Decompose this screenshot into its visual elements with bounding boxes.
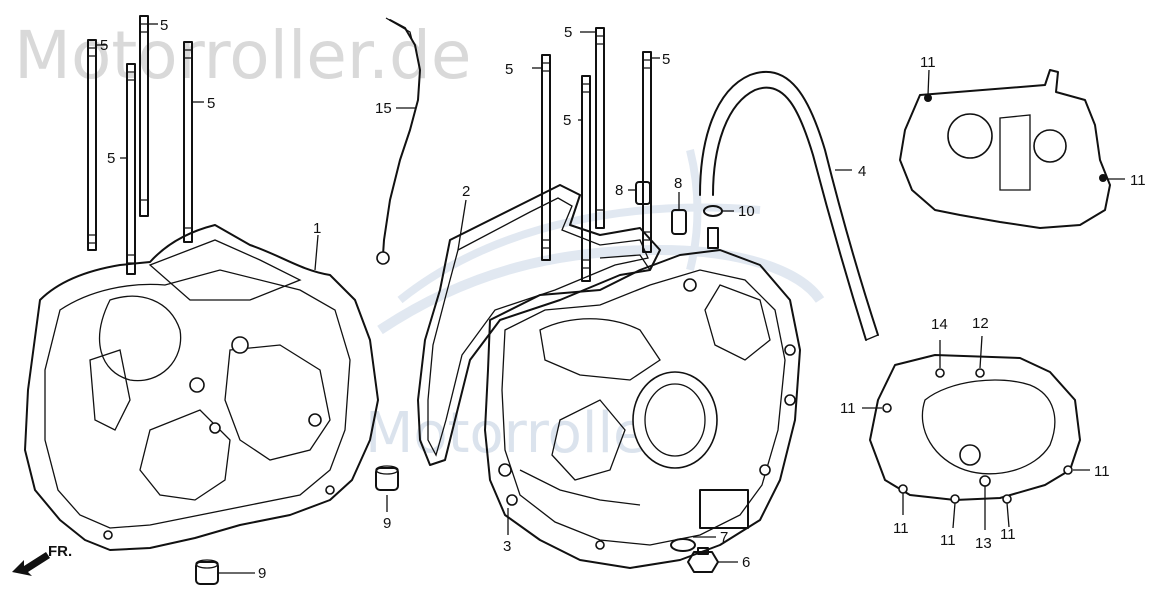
callout-4: 4 bbox=[858, 163, 866, 180]
crankcase-gasket-center bbox=[417, 184, 661, 466]
ground-cable bbox=[376, 17, 421, 265]
drain-plug-bolt bbox=[687, 547, 719, 573]
callout-5: 5 bbox=[160, 17, 168, 34]
callout-5: 5 bbox=[662, 51, 670, 68]
callout-labels: 5 5 5 5 1 9 9 15 2 5 5 5 5 8 8 10 4 3 7 … bbox=[100, 17, 1146, 582]
callout-5: 5 bbox=[563, 112, 571, 129]
front-direction-label: FR. bbox=[48, 543, 72, 560]
callout-15: 15 bbox=[375, 100, 392, 117]
callout-8: 8 bbox=[674, 175, 682, 192]
callout-9: 9 bbox=[258, 565, 266, 582]
dowel-pin-8a bbox=[635, 181, 651, 205]
callout-11: 11 bbox=[893, 520, 909, 537]
dowel-pin-upper bbox=[375, 465, 399, 491]
breather-hose bbox=[699, 70, 879, 341]
callout-5: 5 bbox=[100, 37, 108, 54]
callout-11: 11 bbox=[1000, 526, 1016, 543]
callout-11: 11 bbox=[920, 54, 936, 71]
drain-plug-washer bbox=[670, 538, 696, 552]
callout-12: 12 bbox=[972, 315, 989, 332]
callout-14: 14 bbox=[931, 316, 948, 333]
callout-9: 9 bbox=[383, 515, 391, 532]
dowel-pin-lower bbox=[195, 559, 219, 585]
leader-lines bbox=[96, 23, 1125, 574]
stud-bolt bbox=[139, 15, 149, 217]
callout-5: 5 bbox=[505, 61, 513, 78]
callout-11: 11 bbox=[1130, 172, 1146, 189]
front-direction-arrow: FR. bbox=[12, 543, 72, 576]
stud-bolt bbox=[126, 63, 136, 275]
callout-5: 5 bbox=[207, 95, 215, 112]
callout-6: 6 bbox=[742, 554, 750, 571]
gasket-lower-right bbox=[869, 354, 1081, 504]
callout-11: 11 bbox=[940, 532, 956, 549]
callout-11: 11 bbox=[1094, 463, 1110, 480]
callout-11: 11 bbox=[840, 400, 856, 417]
watermark-center: Motorroller bbox=[365, 401, 671, 466]
gasket-upper-right bbox=[899, 69, 1111, 229]
watermark-logo bbox=[377, 149, 825, 335]
stud-bolt-group-left bbox=[87, 15, 193, 275]
dowel-pin-8b bbox=[671, 209, 687, 235]
callout-5: 5 bbox=[564, 24, 572, 41]
stud-bolt bbox=[183, 41, 193, 243]
callout-3: 3 bbox=[503, 538, 511, 555]
callout-5: 5 bbox=[107, 150, 115, 167]
inspection-cover bbox=[699, 489, 749, 529]
callout-7: 7 bbox=[720, 529, 728, 546]
callout-13: 13 bbox=[975, 535, 992, 552]
stud-bolt-group-center bbox=[541, 27, 652, 282]
crankcase-right bbox=[484, 227, 801, 569]
stud-bolt bbox=[87, 39, 97, 251]
callout-1: 1 bbox=[313, 220, 321, 237]
callout-2: 2 bbox=[462, 183, 470, 200]
crankcase-left bbox=[24, 224, 379, 551]
callout-10: 10 bbox=[738, 203, 755, 220]
callout-8: 8 bbox=[615, 182, 623, 199]
